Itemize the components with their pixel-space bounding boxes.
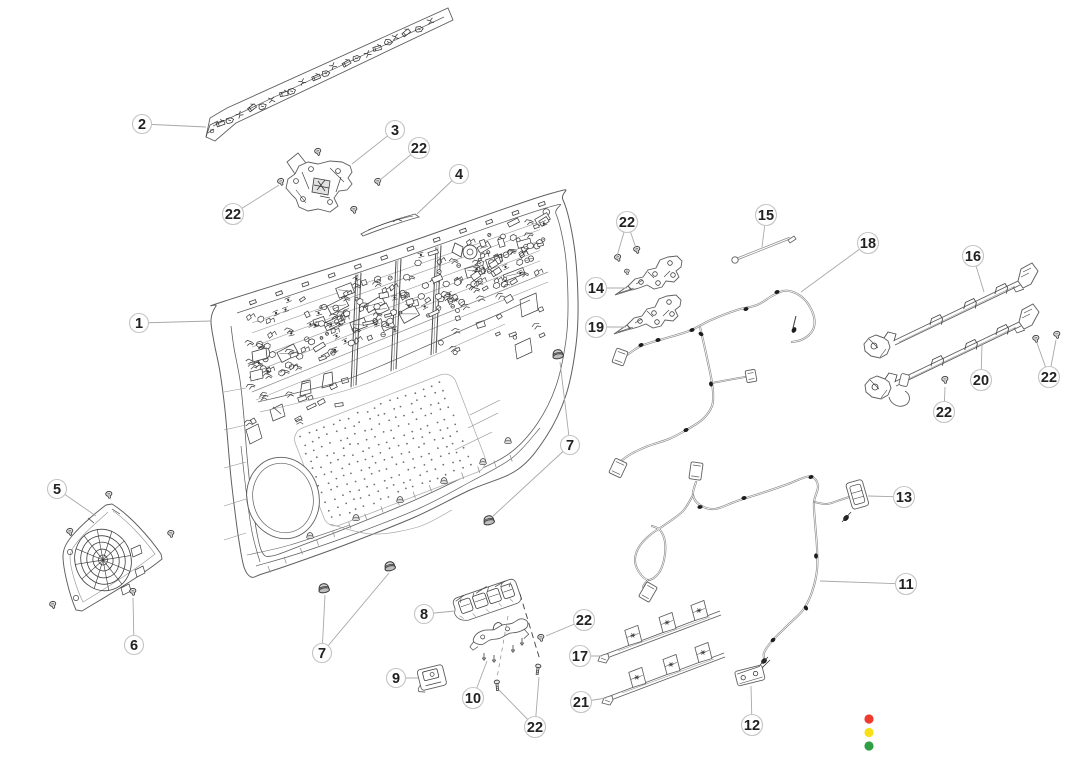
svg-text:17: 17 [572,649,588,665]
svg-text:7: 7 [566,438,574,454]
svg-text:22: 22 [225,207,241,223]
svg-text:3: 3 [391,123,399,139]
svg-text:22: 22 [619,215,635,231]
svg-text:5: 5 [53,482,61,498]
svg-text:22: 22 [527,720,543,736]
svg-text:9: 9 [392,671,400,687]
svg-text:16: 16 [965,249,981,265]
svg-text:11: 11 [898,577,913,593]
svg-text:22: 22 [1041,370,1057,386]
svg-text:18: 18 [860,236,876,252]
svg-text:13: 13 [896,490,912,506]
svg-text:20: 20 [973,373,989,389]
svg-text:6: 6 [130,638,138,654]
svg-text:15: 15 [758,208,774,224]
svg-text:10: 10 [465,691,481,707]
svg-text:12: 12 [744,718,760,734]
svg-text:7: 7 [318,646,326,662]
svg-text:21: 21 [573,695,589,711]
svg-text:1: 1 [135,316,143,332]
svg-text:19: 19 [588,320,604,336]
svg-text:4: 4 [455,167,463,183]
svg-text:22: 22 [936,405,952,421]
svg-text:2: 2 [138,117,146,133]
svg-text:22: 22 [411,141,427,157]
svg-text:14: 14 [588,281,604,297]
svg-text:22: 22 [576,613,592,629]
svg-text:8: 8 [420,607,428,623]
